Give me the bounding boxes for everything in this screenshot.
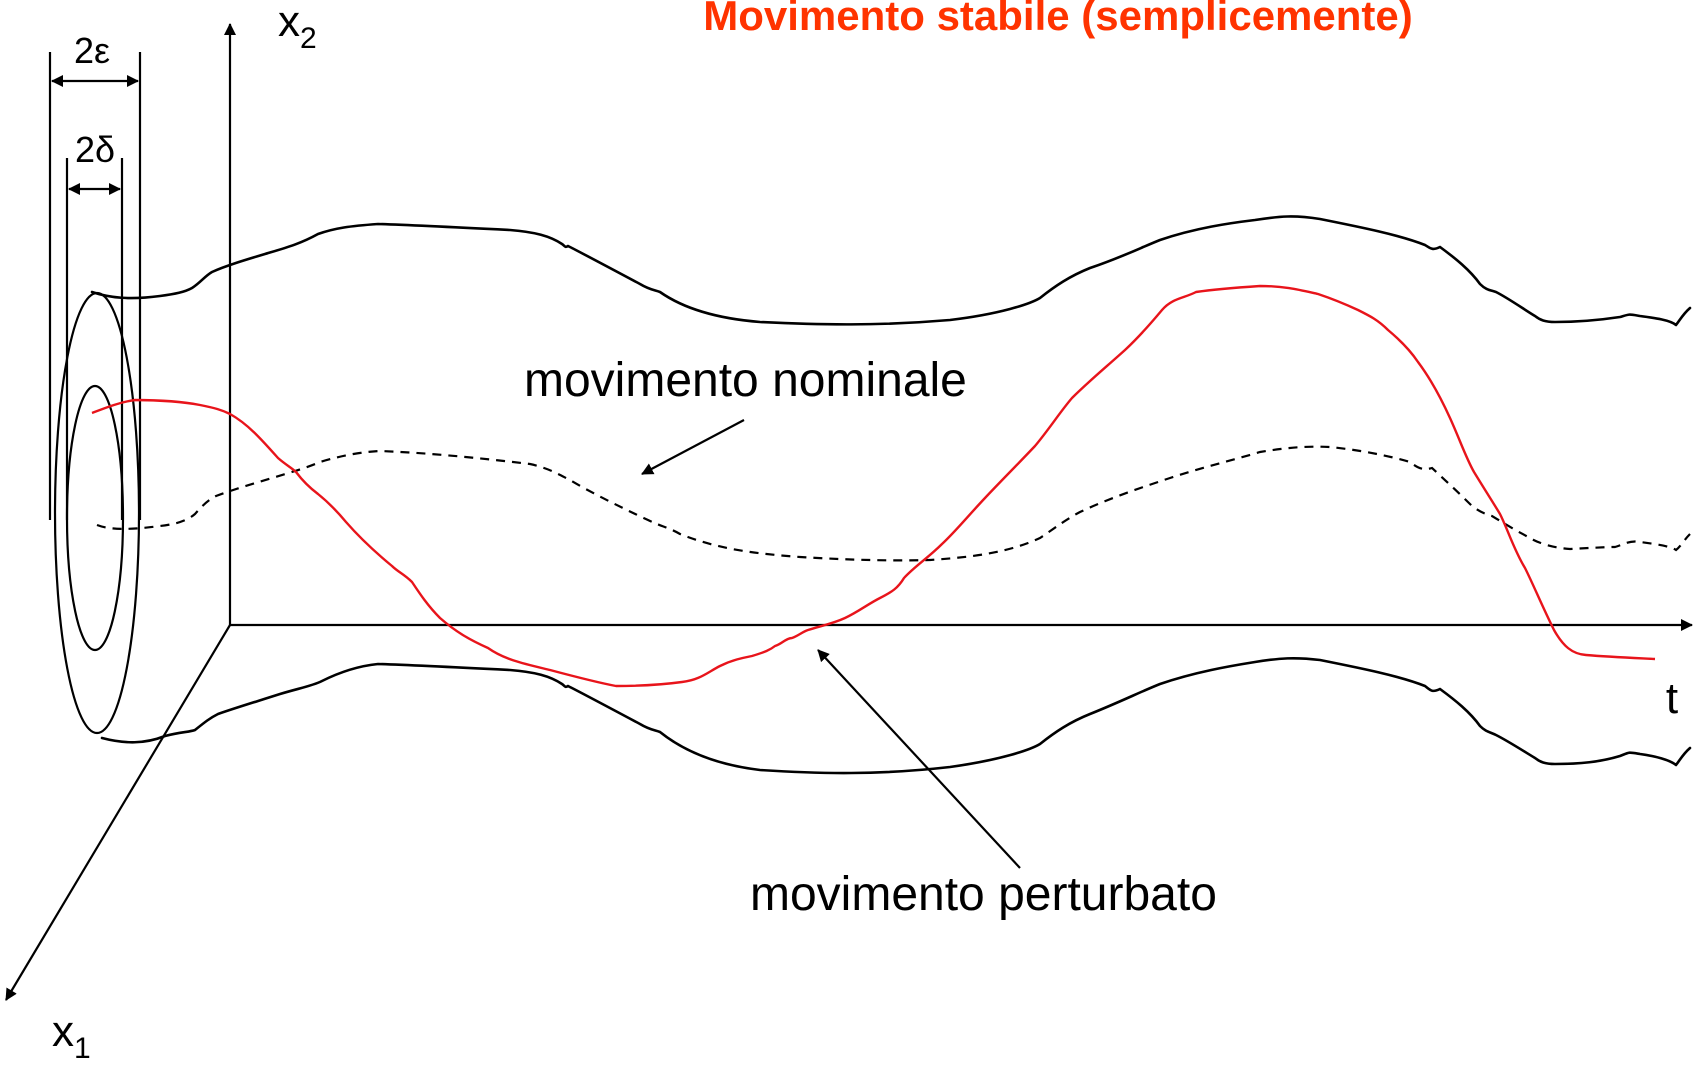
- nominal-label: movimento nominale: [524, 354, 967, 407]
- tube-upper-boundary: [90, 215, 1692, 327]
- x1-axis-label: x1: [52, 1007, 91, 1065]
- slide-title: Movimento stabile (semplicemente): [703, 0, 1413, 39]
- x1-axis: [5, 624, 231, 1001]
- two-delta-label: 2δ: [75, 129, 115, 170]
- perturbed-callout-arrow: [817, 649, 1021, 869]
- nominal-trajectory: [96, 445, 1691, 562]
- two-epsilon-label: 2ε: [74, 30, 110, 71]
- nominal-callout-arrow: [641, 419, 745, 475]
- x1-main: x: [52, 1007, 74, 1056]
- x2-axis-label: x2: [278, 0, 317, 55]
- t-axis-label: t: [1666, 674, 1678, 723]
- x1-sub: 1: [74, 1032, 91, 1065]
- perturbed-label: movimento perturbato: [750, 868, 1217, 921]
- tube-lower-boundary: [100, 656, 1692, 775]
- delta-ellipse: [65, 384, 125, 652]
- x2-main: x: [278, 0, 300, 46]
- perturbed-trajectory: [91, 284, 1656, 688]
- x2-sub: 2: [300, 22, 317, 55]
